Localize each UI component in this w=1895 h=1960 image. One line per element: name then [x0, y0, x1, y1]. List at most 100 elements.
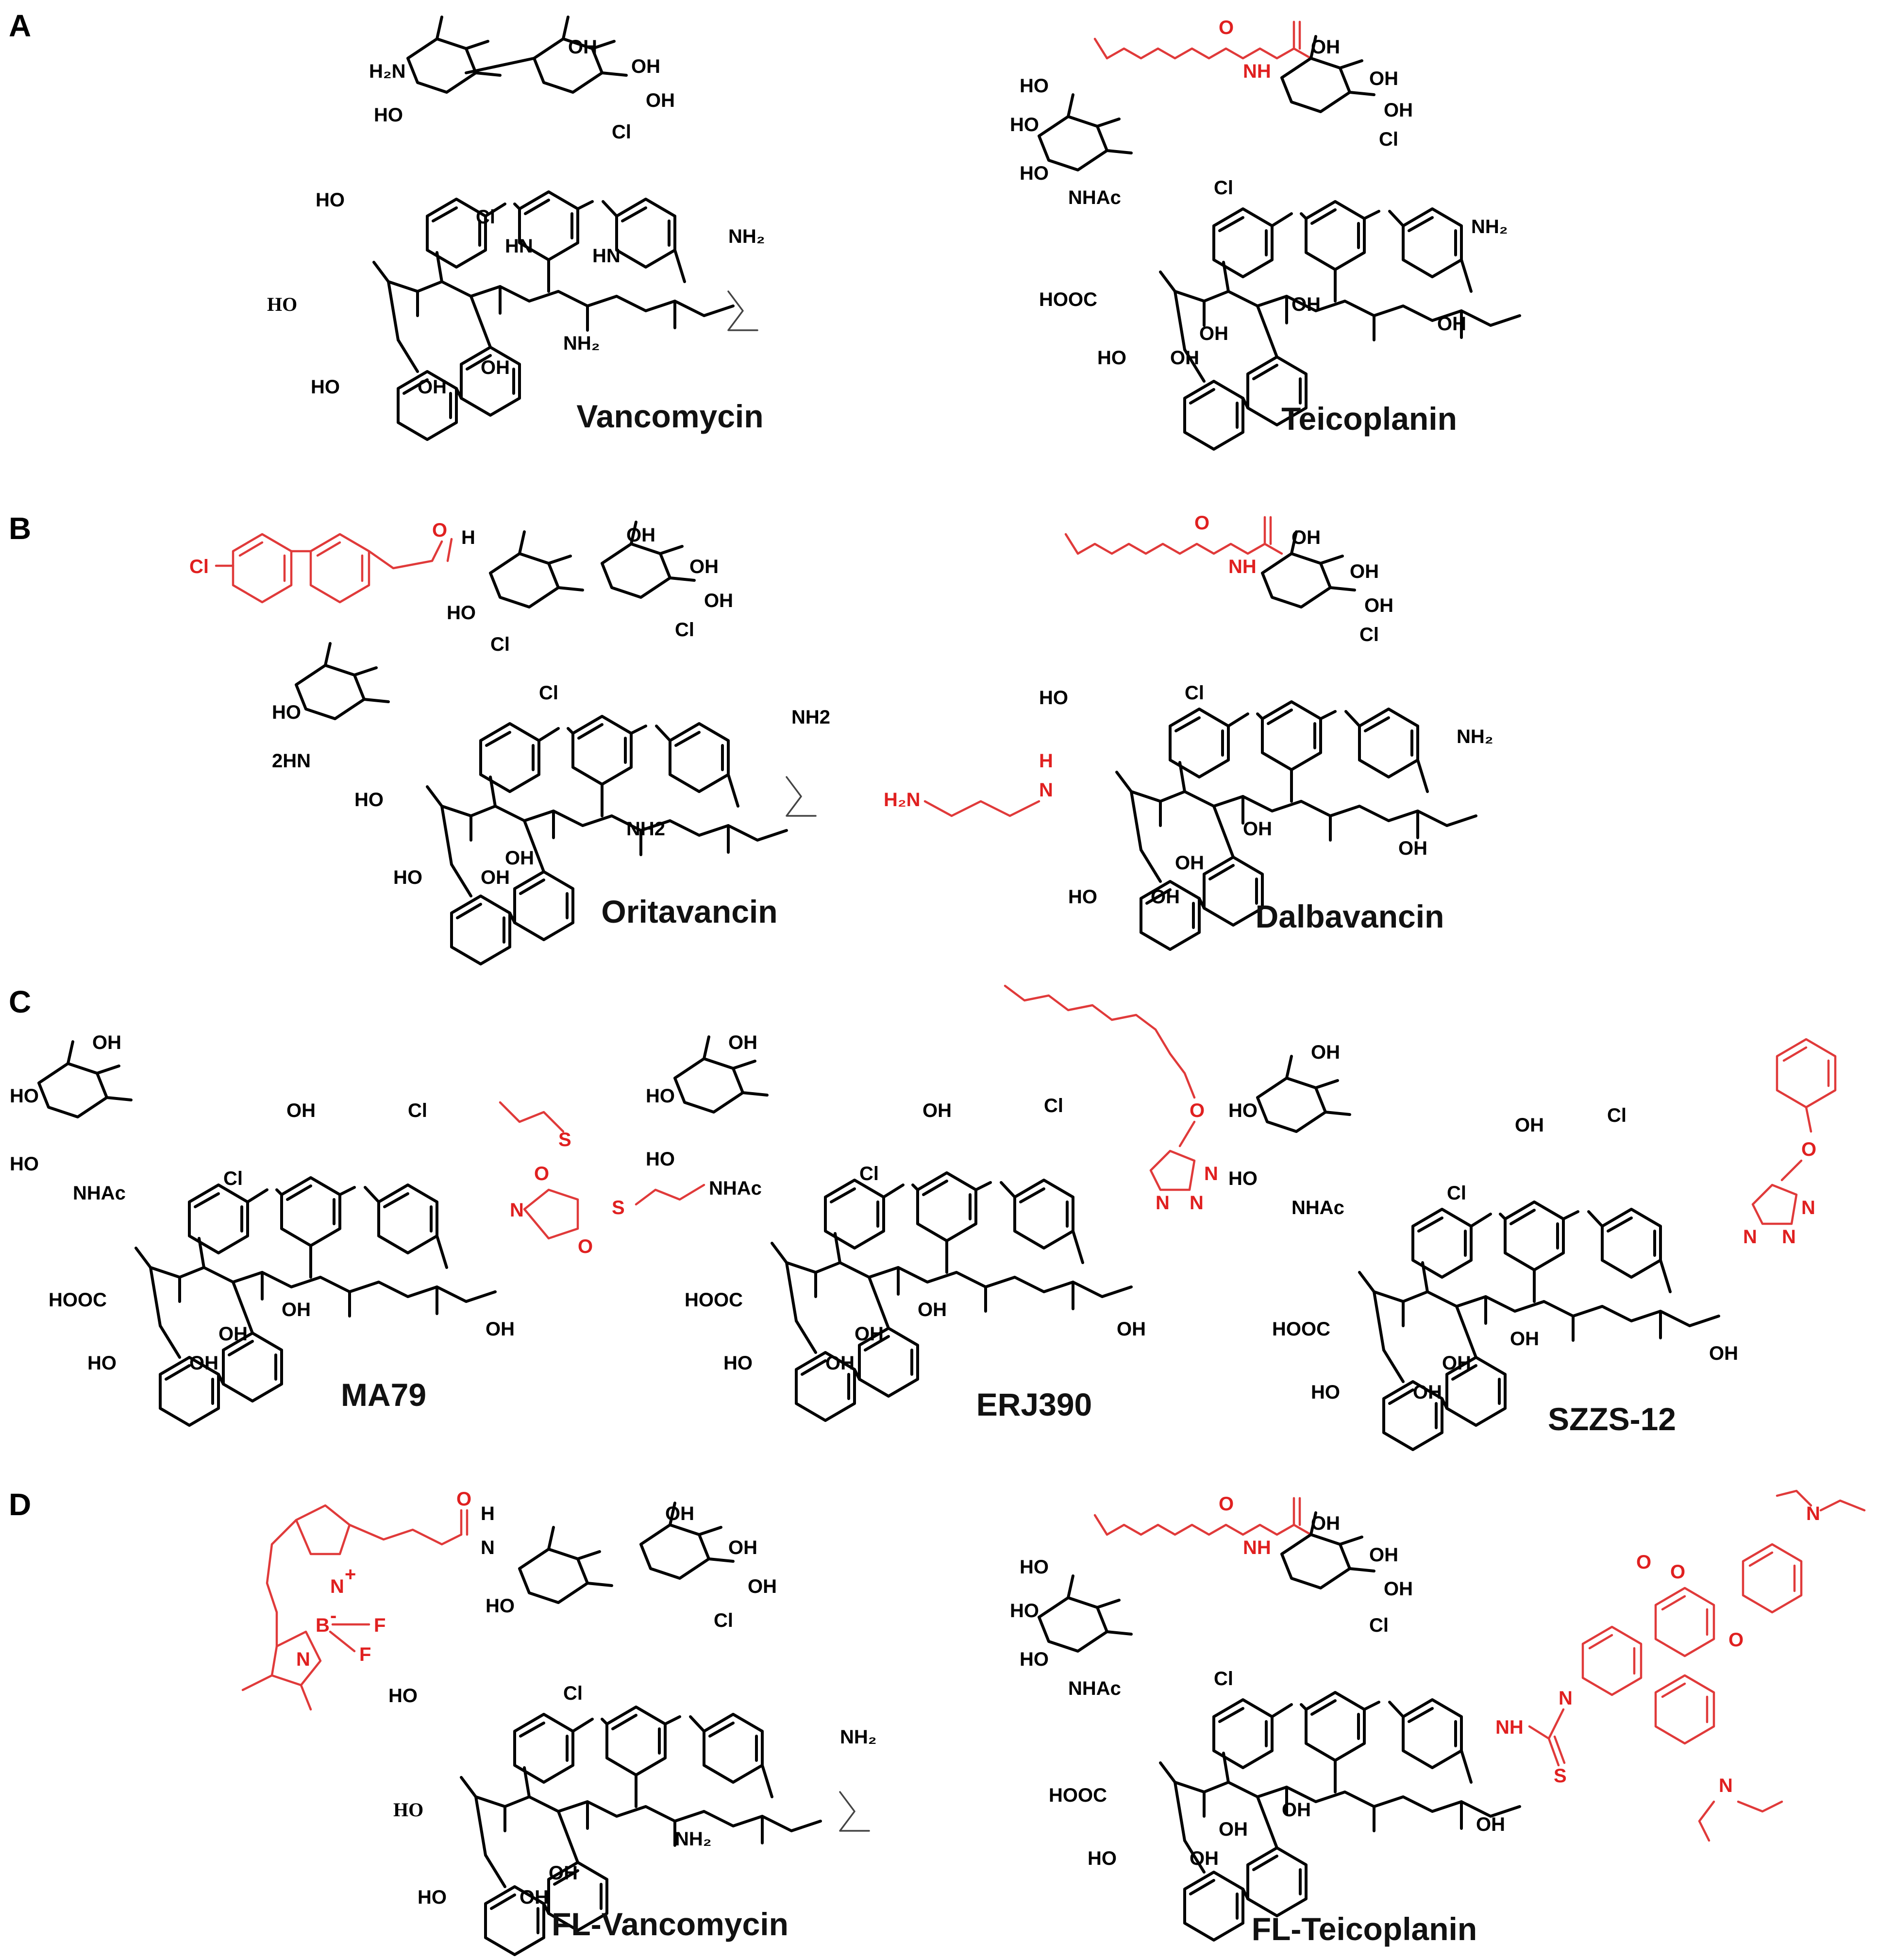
- atom-ho: HO: [1311, 1382, 1340, 1403]
- atom-oh: OH: [1442, 1352, 1471, 1374]
- atom-oh: OH: [1291, 294, 1321, 315]
- atom-oh: OH: [1291, 527, 1321, 548]
- atom-h: H: [481, 1503, 495, 1524]
- atom-oh: OH: [1384, 100, 1413, 121]
- plus-sign: +: [345, 1564, 356, 1585]
- atom-nhac: NHAc: [1068, 1678, 1121, 1699]
- panel-letter-d: D: [9, 1487, 31, 1522]
- atom-oh: OH: [1282, 1799, 1311, 1821]
- atom-ho: HO: [418, 1887, 447, 1908]
- atom-hooc: HOOC: [685, 1289, 743, 1311]
- atom-ho: HO: [447, 602, 476, 624]
- atom-oh: OH: [1311, 1513, 1340, 1534]
- atom-ho: HO: [1010, 1600, 1039, 1622]
- atom-ho: HO: [10, 1085, 39, 1107]
- atom-oh: OH: [1190, 1848, 1219, 1869]
- atom-n: N: [1190, 1192, 1204, 1214]
- compound-name-oritavancin: Oritavancin: [601, 894, 777, 929]
- atom-ho: HO: [1020, 75, 1049, 97]
- atom-oh: OH: [286, 1100, 316, 1121]
- atom-oh: OH: [1398, 838, 1427, 859]
- atom-oh: OH: [1151, 886, 1180, 908]
- atom-n: N: [510, 1200, 524, 1221]
- atom-oh: OH: [1350, 561, 1379, 582]
- atom-cl: Cl: [189, 556, 209, 577]
- compound-name-dalbavancin: Dalbavancin: [1256, 898, 1444, 934]
- atom-oh: OH: [646, 90, 675, 111]
- atom-ho: HO: [1039, 687, 1068, 709]
- atom-oh: OH: [481, 867, 510, 888]
- compound-name-teicoplanin: Teicoplanin: [1281, 401, 1457, 437]
- atom-ho: HO: [388, 1685, 418, 1707]
- atom-n: N: [1782, 1226, 1796, 1248]
- atom-cl: Cl: [563, 1683, 583, 1704]
- atom-o: O: [456, 1488, 471, 1510]
- atom-nh2: NH₂: [675, 1828, 712, 1850]
- atom-cl: Cl: [612, 121, 631, 143]
- atom-nh2: NH₂: [1457, 726, 1493, 747]
- atom-oh: OH: [92, 1032, 121, 1053]
- atom-n: N: [1559, 1688, 1573, 1709]
- atom-n: N: [1801, 1197, 1815, 1218]
- atom-nh: NH: [1228, 556, 1257, 577]
- atom-oh: OH: [825, 1352, 855, 1374]
- atom-hooc: HOOC: [1039, 289, 1097, 310]
- atom-ho: HO: [272, 702, 301, 723]
- atom-oh: OH: [1199, 323, 1228, 344]
- atom-oh: OH: [505, 847, 534, 869]
- compound-name-erj390: ERJ390: [976, 1386, 1092, 1422]
- atom-s: S: [612, 1197, 625, 1218]
- atom-oh: OH: [1311, 1042, 1340, 1063]
- atom-nhac: NHAc: [1068, 187, 1121, 208]
- atom-oh: OH: [918, 1299, 947, 1320]
- atom-oh: OH: [1117, 1318, 1146, 1340]
- atom-ho: HO: [1068, 886, 1097, 908]
- atom-hn: HN: [505, 236, 533, 257]
- atom-oh: OH: [549, 1862, 578, 1884]
- atom-oh: OH: [218, 1323, 248, 1345]
- atom-n: N: [296, 1649, 310, 1670]
- atom-nh2: NH₂: [563, 333, 600, 354]
- atom-cl: Cl: [223, 1168, 243, 1189]
- atom-h2n: H₂N: [369, 61, 406, 82]
- panel-letter-c: C: [9, 984, 31, 1019]
- atom-ho: HO: [316, 189, 345, 211]
- atom-cl: Cl: [1447, 1183, 1466, 1204]
- atom-oh: OH: [481, 357, 510, 378]
- atom-n-plus: N: [330, 1576, 344, 1597]
- atom-ho: HO: [1020, 1556, 1049, 1578]
- atom-nh: NH: [1243, 1537, 1271, 1558]
- atom-o: O: [578, 1236, 593, 1257]
- atom-o: O: [1219, 17, 1234, 38]
- atom-nh2: NH₂: [1471, 216, 1508, 237]
- atom-ho: HO: [10, 1153, 39, 1175]
- atom-cl: Cl: [1379, 129, 1398, 150]
- atom-n: N: [1156, 1192, 1170, 1214]
- atom-cl: Cl: [1214, 1668, 1233, 1690]
- atom-nhac: NHAc: [1291, 1197, 1344, 1218]
- atom-oh: OH: [189, 1352, 218, 1374]
- atom-ho: HO: [646, 1149, 675, 1170]
- minus-sign: -: [330, 1605, 336, 1626]
- atom-cl: Cl: [1359, 624, 1379, 645]
- dalbavancin-structure: O NH OH OH OH Cl Cl HO H₂N N H HO OH OH …: [884, 512, 1493, 949]
- atom-oh: OH: [1243, 818, 1272, 840]
- atom-ho: HO: [1020, 163, 1049, 184]
- atom-o: O: [1194, 512, 1209, 534]
- atom-nh2: NH2: [791, 707, 830, 728]
- atom-ho: HO: [646, 1085, 675, 1107]
- atom-oh: OH: [665, 1503, 694, 1524]
- atom-s: S: [558, 1129, 571, 1150]
- atom-ho: HO: [87, 1352, 117, 1374]
- compound-name-fl-teicoplanin: FL-Teicoplanin: [1252, 1911, 1477, 1947]
- atom-nh2: NH₂: [840, 1726, 877, 1748]
- atom-ho: HO: [393, 867, 422, 888]
- atom-ho: HO: [1228, 1100, 1258, 1121]
- atom-cl: Cl: [476, 206, 495, 228]
- atom-oh: OH: [1170, 347, 1199, 369]
- atom-ho: HO: [267, 293, 297, 315]
- atom-cl: Cl: [539, 682, 558, 704]
- atom-oh: OH: [728, 1537, 757, 1558]
- atom-h: H: [1039, 750, 1053, 772]
